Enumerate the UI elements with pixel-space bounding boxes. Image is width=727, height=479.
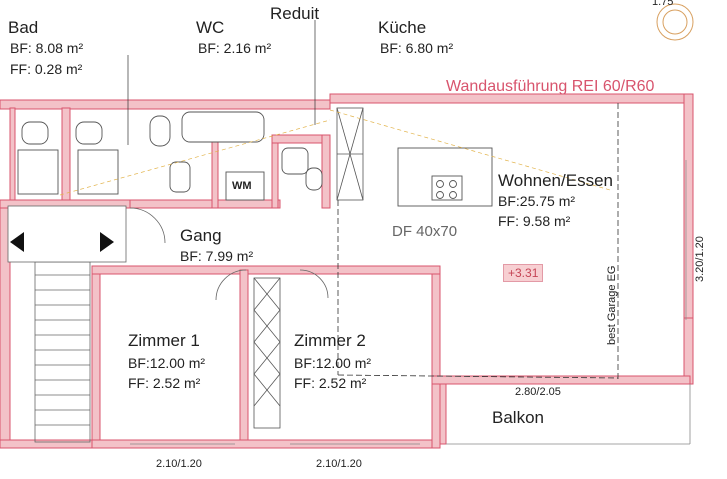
kueche-label: Küche: [378, 18, 427, 37]
zimmer2-ff: FF: 2.52 m²: [294, 375, 367, 391]
staircase: [34, 261, 91, 443]
wohnen-label: Wohnen/Essen: [498, 171, 613, 190]
garage-label: best Garage EG: [606, 265, 618, 346]
zimmer1-ff: FF: 2.52 m²: [128, 375, 201, 391]
gang-label: Gang: [180, 226, 222, 245]
wm-label: WM: [232, 180, 252, 192]
balcony-edge: [446, 384, 691, 445]
wall-note: Wandausführung REI 60/R60: [446, 78, 655, 95]
interior-walls: [0, 107, 331, 441]
df-label: DF 40x70: [392, 223, 458, 240]
reduit-label: Reduit: [270, 4, 320, 23]
guide-lines: [59, 109, 611, 196]
zimmer1-bf: BF:12.00 m²: [128, 355, 206, 371]
bad-ff: FF: 0.28 m²: [10, 61, 83, 77]
window-lines: [130, 160, 687, 445]
exterior-walls: [0, 93, 694, 449]
gang-bf: BF: 7.99 m²: [180, 248, 254, 264]
zimmer2-bf: BF:12.00 m²: [294, 355, 372, 371]
bad-label: Bad: [8, 18, 39, 37]
right-dimension: 3.20/1.20: [694, 236, 706, 282]
balkon-label: Balkon: [492, 408, 544, 427]
kueche-bf: BF: 6.80 m²: [380, 40, 454, 56]
top-right-circle: [656, 3, 694, 41]
top-right-fragment: 1.75: [652, 0, 674, 8]
zimmer1-label: Zimmer 1: [128, 331, 200, 350]
wc-bf: BF: 2.16 m²: [198, 40, 272, 56]
balcony-dimension: 2.80/2.05: [515, 386, 561, 398]
window-dimension-1: 2.10/1.20: [156, 458, 202, 470]
bad-bf: BF: 8.08 m²: [10, 40, 84, 56]
garage-outline: [337, 103, 619, 380]
window-dimension-2: 2.10/1.20: [316, 458, 362, 470]
wc-label: WC: [196, 18, 225, 37]
kitchen-island: [397, 147, 493, 207]
wohnen-bf: BF:25.75 m²: [498, 193, 576, 209]
level-badge: +3.31: [503, 264, 544, 282]
wohnen-ff: FF: 9.58 m²: [498, 213, 571, 229]
zimmer2-label: Zimmer 2: [294, 331, 366, 350]
stair-landing: [7, 205, 127, 263]
bathroom-fixtures: [17, 111, 323, 201]
doors: [129, 207, 329, 301]
leader-lines: [127, 20, 316, 145]
shafts: [253, 107, 364, 429]
